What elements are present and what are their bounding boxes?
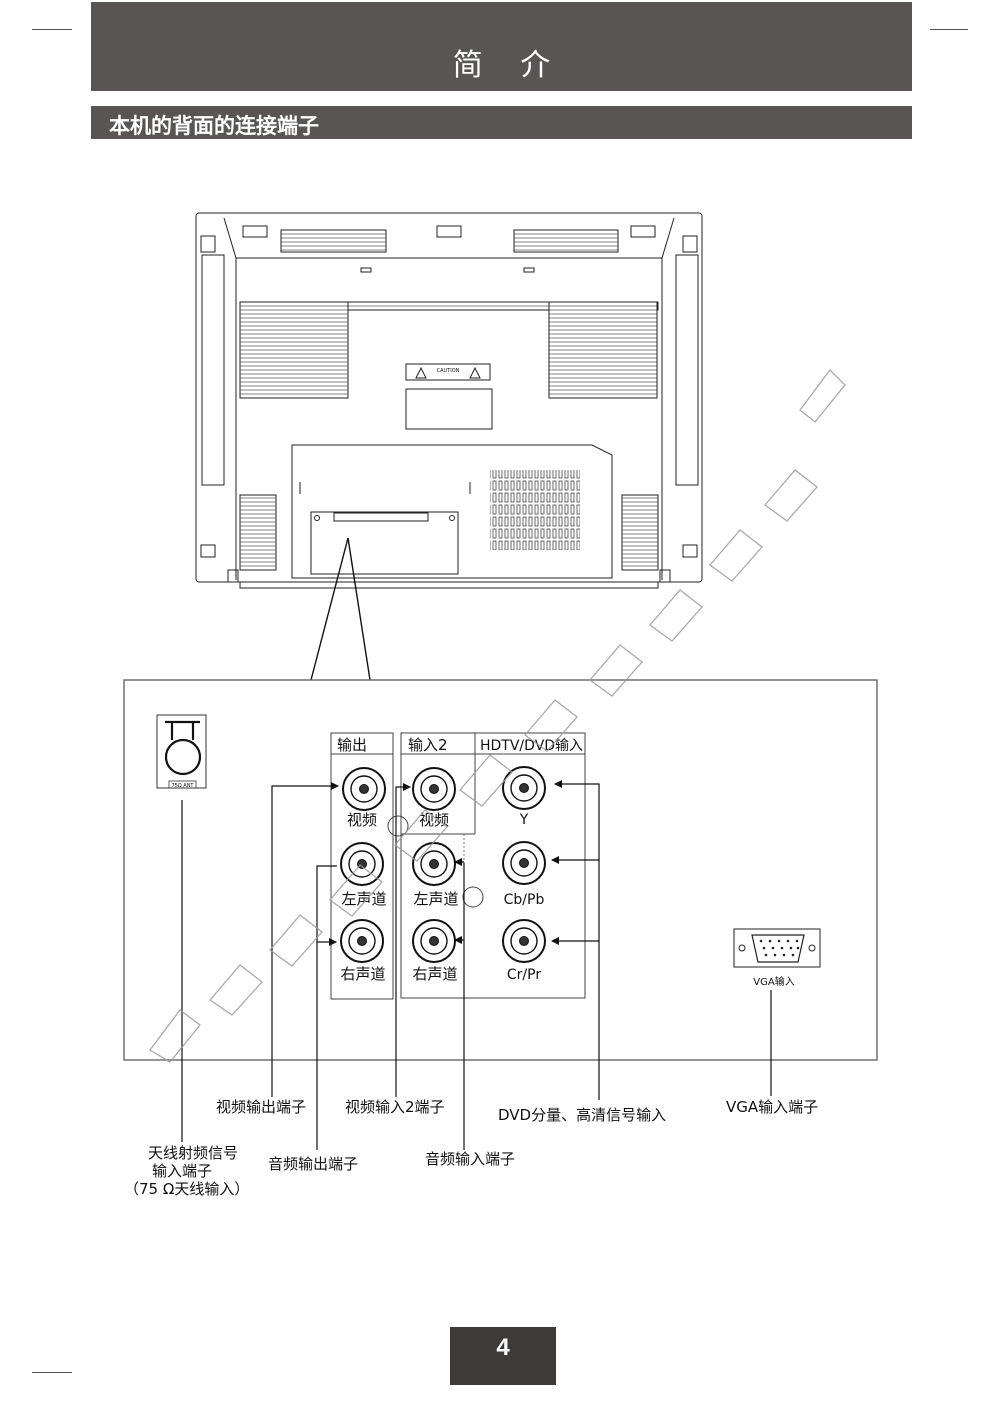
callout-vga-in: VGA输入端子 [726, 1098, 818, 1116]
page-number: 4 [496, 1334, 510, 1361]
caution-label: CAUTION [437, 368, 460, 374]
antenna-terminal: 75Ω ANT [156, 714, 207, 789]
label-left-out: 左声道 [341, 890, 386, 908]
label-left-in: 左声道 [413, 890, 458, 908]
page-number-box: 4 [450, 1327, 556, 1385]
callout-video-in2: 视频输入2端子 [345, 1098, 445, 1116]
callout-dvd-component: DVD分量、高清信号输入 [498, 1106, 666, 1124]
antenna-label: 75Ω ANT [172, 783, 195, 789]
label-cr: Cr/Pr [507, 967, 541, 983]
leader-lines [181, 780, 772, 1150]
vga-label: VGA输入 [753, 975, 794, 988]
page-title: 简 介 [452, 47, 565, 83]
callout-antenna-3: （75 Ω天线输入） [124, 1180, 249, 1198]
diagonal-watermark [149, 369, 846, 1063]
output-group-label: 输出 [337, 736, 367, 754]
crop-mark-top-left [32, 29, 72, 30]
label-cb: Cb/Pb [504, 892, 545, 908]
hdtv-group-label: HDTV/DVD输入 [480, 738, 583, 754]
callout-audio-in: 音频输入端子 [425, 1150, 515, 1168]
jack-cb [502, 841, 546, 885]
header-bar: 简 介 [91, 2, 912, 91]
zoom-line-left [310, 537, 349, 681]
label-right-in: 右声道 [412, 965, 457, 983]
jack-left-in [412, 842, 456, 886]
label-video-in2: 视频 [419, 811, 449, 829]
jack-video-out [342, 767, 386, 811]
crop-mark-bottom-left [32, 1372, 72, 1373]
rca-jacks [340, 766, 546, 963]
callout-antenna-1: 天线射频信号 [148, 1144, 238, 1162]
vga-port: VGA输入 [733, 928, 821, 988]
terminal-panel-frame [123, 679, 878, 1061]
jack-video-in2 [412, 767, 456, 811]
section-title: 本机的背面的连接端子 [109, 114, 319, 138]
label-video-out: 视频 [347, 811, 377, 829]
crop-mark-top-right [930, 29, 968, 30]
label-y: Y [519, 812, 529, 828]
tv-back-illustration: CAUTION [195, 212, 703, 589]
callout-video-out: 视频输出端子 [216, 1098, 306, 1116]
jack-right-in [412, 919, 456, 963]
input2-group-label: 输入2 [408, 736, 448, 754]
input-group-box [400, 732, 586, 999]
callout-audio-out: 音频输出端子 [268, 1155, 358, 1173]
jack-cr [502, 919, 546, 963]
jack-right-out [340, 919, 384, 963]
callout-antenna-2: 输入端子 [152, 1162, 212, 1180]
jack-y [502, 766, 546, 810]
label-right-out: 右声道 [340, 965, 385, 983]
section-bar: 本机的背面的连接端子 [91, 106, 912, 139]
zoom-line-right [347, 537, 371, 681]
